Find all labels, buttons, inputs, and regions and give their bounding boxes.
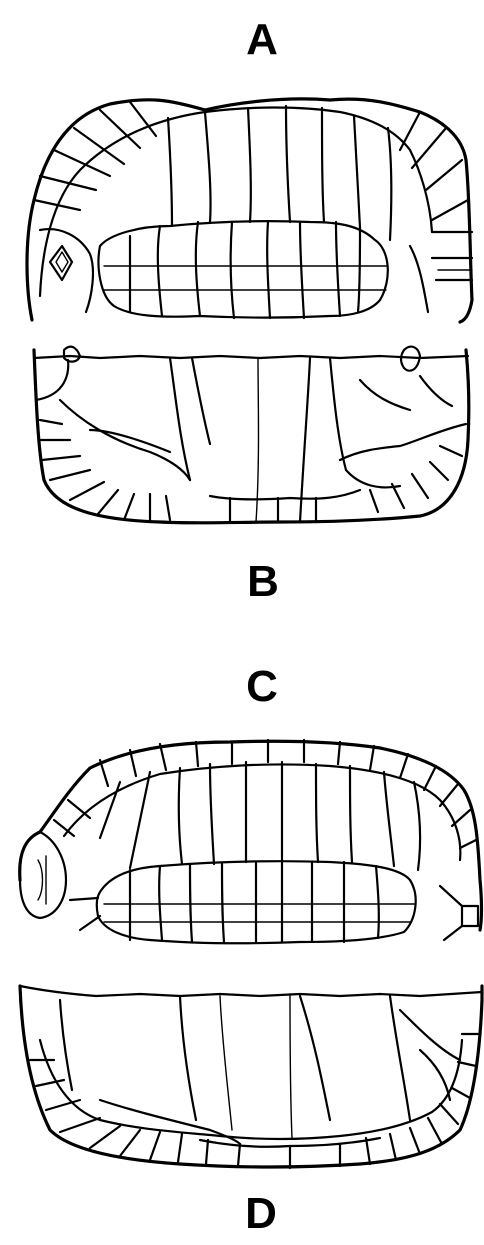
specimen-d-drawing <box>20 986 482 1168</box>
specimen-b-drawing <box>34 347 469 523</box>
specimen-a-drawing <box>27 99 472 322</box>
specimen-c-drawing <box>20 740 482 943</box>
